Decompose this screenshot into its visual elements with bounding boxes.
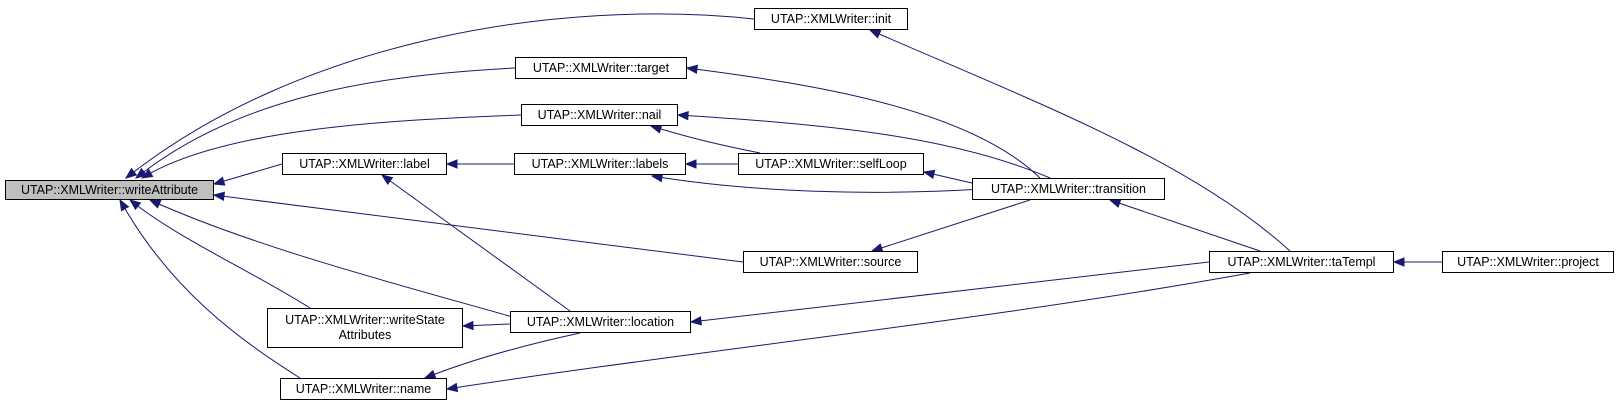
node-label: UTAP::XMLWriter::source	[759, 254, 902, 269]
edge-taTempl-to-location	[690, 261, 1210, 323]
arrowhead-to-selfLoop	[922, 169, 936, 179]
node-label-text: UTAP::XMLWriter::label	[299, 156, 430, 171]
edge-selfLoop-to-nail	[650, 125, 761, 154]
edge-transition-to-source	[871, 199, 1031, 252]
node-label: UTAP::XMLWriter::transition	[991, 181, 1146, 196]
node-label: UTAP::XMLWriter::name	[295, 381, 432, 396]
edge-taTempl-to-init	[869, 29, 1291, 252]
node-ta-templ[interactable]: UTAP::XMLWriter::taTempl	[1209, 251, 1394, 273]
node-labels[interactable]: UTAP::XMLWriter::labels	[514, 153, 686, 175]
node-self-loop[interactable]: UTAP::XMLWriter::selfLoop	[738, 153, 924, 175]
node-label: UTAP::XMLWriter::target	[532, 60, 670, 75]
edge-init-to-writeAttribute	[125, 13, 755, 179]
node-label[interactable]: UTAP::XMLWriter::label	[282, 153, 447, 175]
arrowhead-to-nail	[676, 110, 689, 121]
node-transition[interactable]: UTAP::XMLWriter::transition	[972, 178, 1165, 200]
node-label: UTAP::XMLWriter::init	[770, 11, 892, 26]
arrowhead-to-writeAttribute	[128, 199, 142, 211]
edge-location-to-writeAttribute	[149, 199, 531, 323]
node-label: UTAP::XMLWriter::writeAttribute	[20, 182, 199, 197]
arrowhead-to-taTempl	[1392, 257, 1405, 267]
edge-taTempl-to-name	[446, 272, 1251, 390]
arrowhead-to-init	[868, 29, 882, 39]
node-label: UTAP::XMLWriter::labels	[531, 156, 669, 171]
node-target[interactable]: UTAP::XMLWriter::target	[515, 57, 687, 79]
node-label: UTAP::XMLWriter::taTempl	[1227, 254, 1376, 269]
edge-label-to-writeAttribute	[213, 163, 283, 185]
edge-transition-to-nail	[677, 114, 1051, 179]
node-source[interactable]: UTAP::XMLWriter::source	[743, 251, 918, 273]
node-label: UTAP::XMLWriter::project	[1457, 254, 1599, 269]
arrowhead-to-writeStateAttributes	[461, 320, 474, 331]
arrowhead-to-name	[445, 382, 459, 393]
edge-location-to-label	[381, 174, 571, 312]
arrowhead-to-label	[445, 159, 458, 169]
node-write-attribute: UTAP::XMLWriter::writeAttribute	[5, 180, 214, 200]
node-label: UTAP::XMLWriter::nail	[537, 107, 662, 122]
arrowhead-to-nail	[649, 124, 663, 134]
arrowhead-to-writeAttribute	[212, 191, 226, 202]
edge-transition-to-target	[686, 67, 1041, 179]
node-write-state-attributes[interactable]: UTAP::XMLWriter::writeState Attributes	[267, 308, 463, 348]
node-label: UTAP::XMLWriter::selfLoop	[755, 156, 907, 171]
edge-source-to-writeAttribute	[213, 194, 744, 263]
arrowhead-to-writeAttribute	[140, 168, 154, 179]
arrowhead-to-writeAttribute	[148, 199, 162, 209]
edge-location-to-name	[424, 332, 581, 379]
node-label: UTAP::XMLWriter::writeState Attributes	[285, 313, 445, 342]
arrowhead-to-writeAttribute	[212, 176, 226, 186]
arrowhead-to-writeAttribute	[124, 167, 138, 179]
node-location[interactable]: UTAP::XMLWriter::location	[510, 311, 691, 333]
edge-taTempl-to-transition	[1109, 199, 1261, 252]
edge-name-to-writeAttribute	[119, 199, 301, 379]
arrowhead-to-name	[423, 369, 437, 379]
arrowhead-to-transition	[1108, 198, 1122, 208]
node-name[interactable]: UTAP::XMLWriter::name	[280, 378, 447, 400]
arrowhead-to-writeAttribute	[119, 198, 130, 212]
node-label: UTAP::XMLWriter::location	[526, 314, 675, 329]
arrowhead-to-label	[380, 174, 394, 185]
arrowhead-to-labels	[684, 159, 697, 169]
edge-target-to-writeAttribute	[135, 67, 516, 179]
node-nail[interactable]: UTAP::XMLWriter::nail	[521, 104, 678, 126]
node-project[interactable]: UTAP::XMLWriter::project	[1442, 251, 1614, 273]
node-init[interactable]: UTAP::XMLWriter::init	[754, 8, 908, 30]
arrowhead-to-target	[685, 64, 699, 75]
edge-writeStateAttributes-to-writeAttribute	[129, 199, 311, 309]
edge-transition-to-labels	[651, 175, 983, 193]
edge-nail-to-writeAttribute	[141, 114, 522, 179]
arrowhead-to-location	[689, 316, 702, 326]
